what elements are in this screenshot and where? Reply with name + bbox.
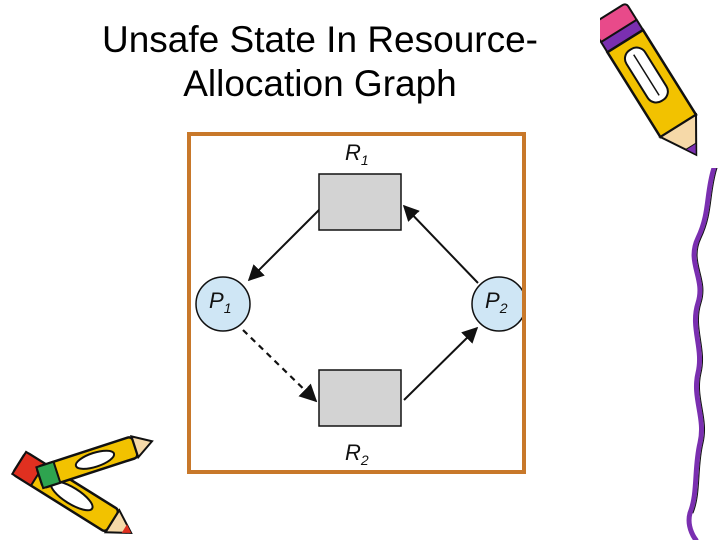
edge-p1-to-r2-dashed <box>243 330 316 401</box>
edge-r2-to-p2 <box>404 328 477 400</box>
edge-r1-to-p1 <box>249 206 323 280</box>
label-r2: R2 <box>345 440 369 468</box>
title-line-2: Allocation Graph <box>40 62 600 106</box>
resource-allocation-graph: R1 R2 P1 P2 <box>191 136 522 470</box>
label-r1: R1 <box>345 140 369 168</box>
resource-r2-box <box>319 370 401 426</box>
resource-allocation-graph-frame: R1 R2 P1 P2 <box>187 132 526 474</box>
edge-p2-to-r1 <box>404 206 478 283</box>
slide-title: Unsafe State In Resource- Allocation Gra… <box>40 18 600 106</box>
resource-r1-box <box>319 174 401 230</box>
crayons-clipart-icon <box>0 432 160 540</box>
pencil-clipart-icon <box>600 0 710 170</box>
squiggle-line-decoration <box>676 168 720 540</box>
title-line-1: Unsafe State In Resource- <box>40 18 600 62</box>
